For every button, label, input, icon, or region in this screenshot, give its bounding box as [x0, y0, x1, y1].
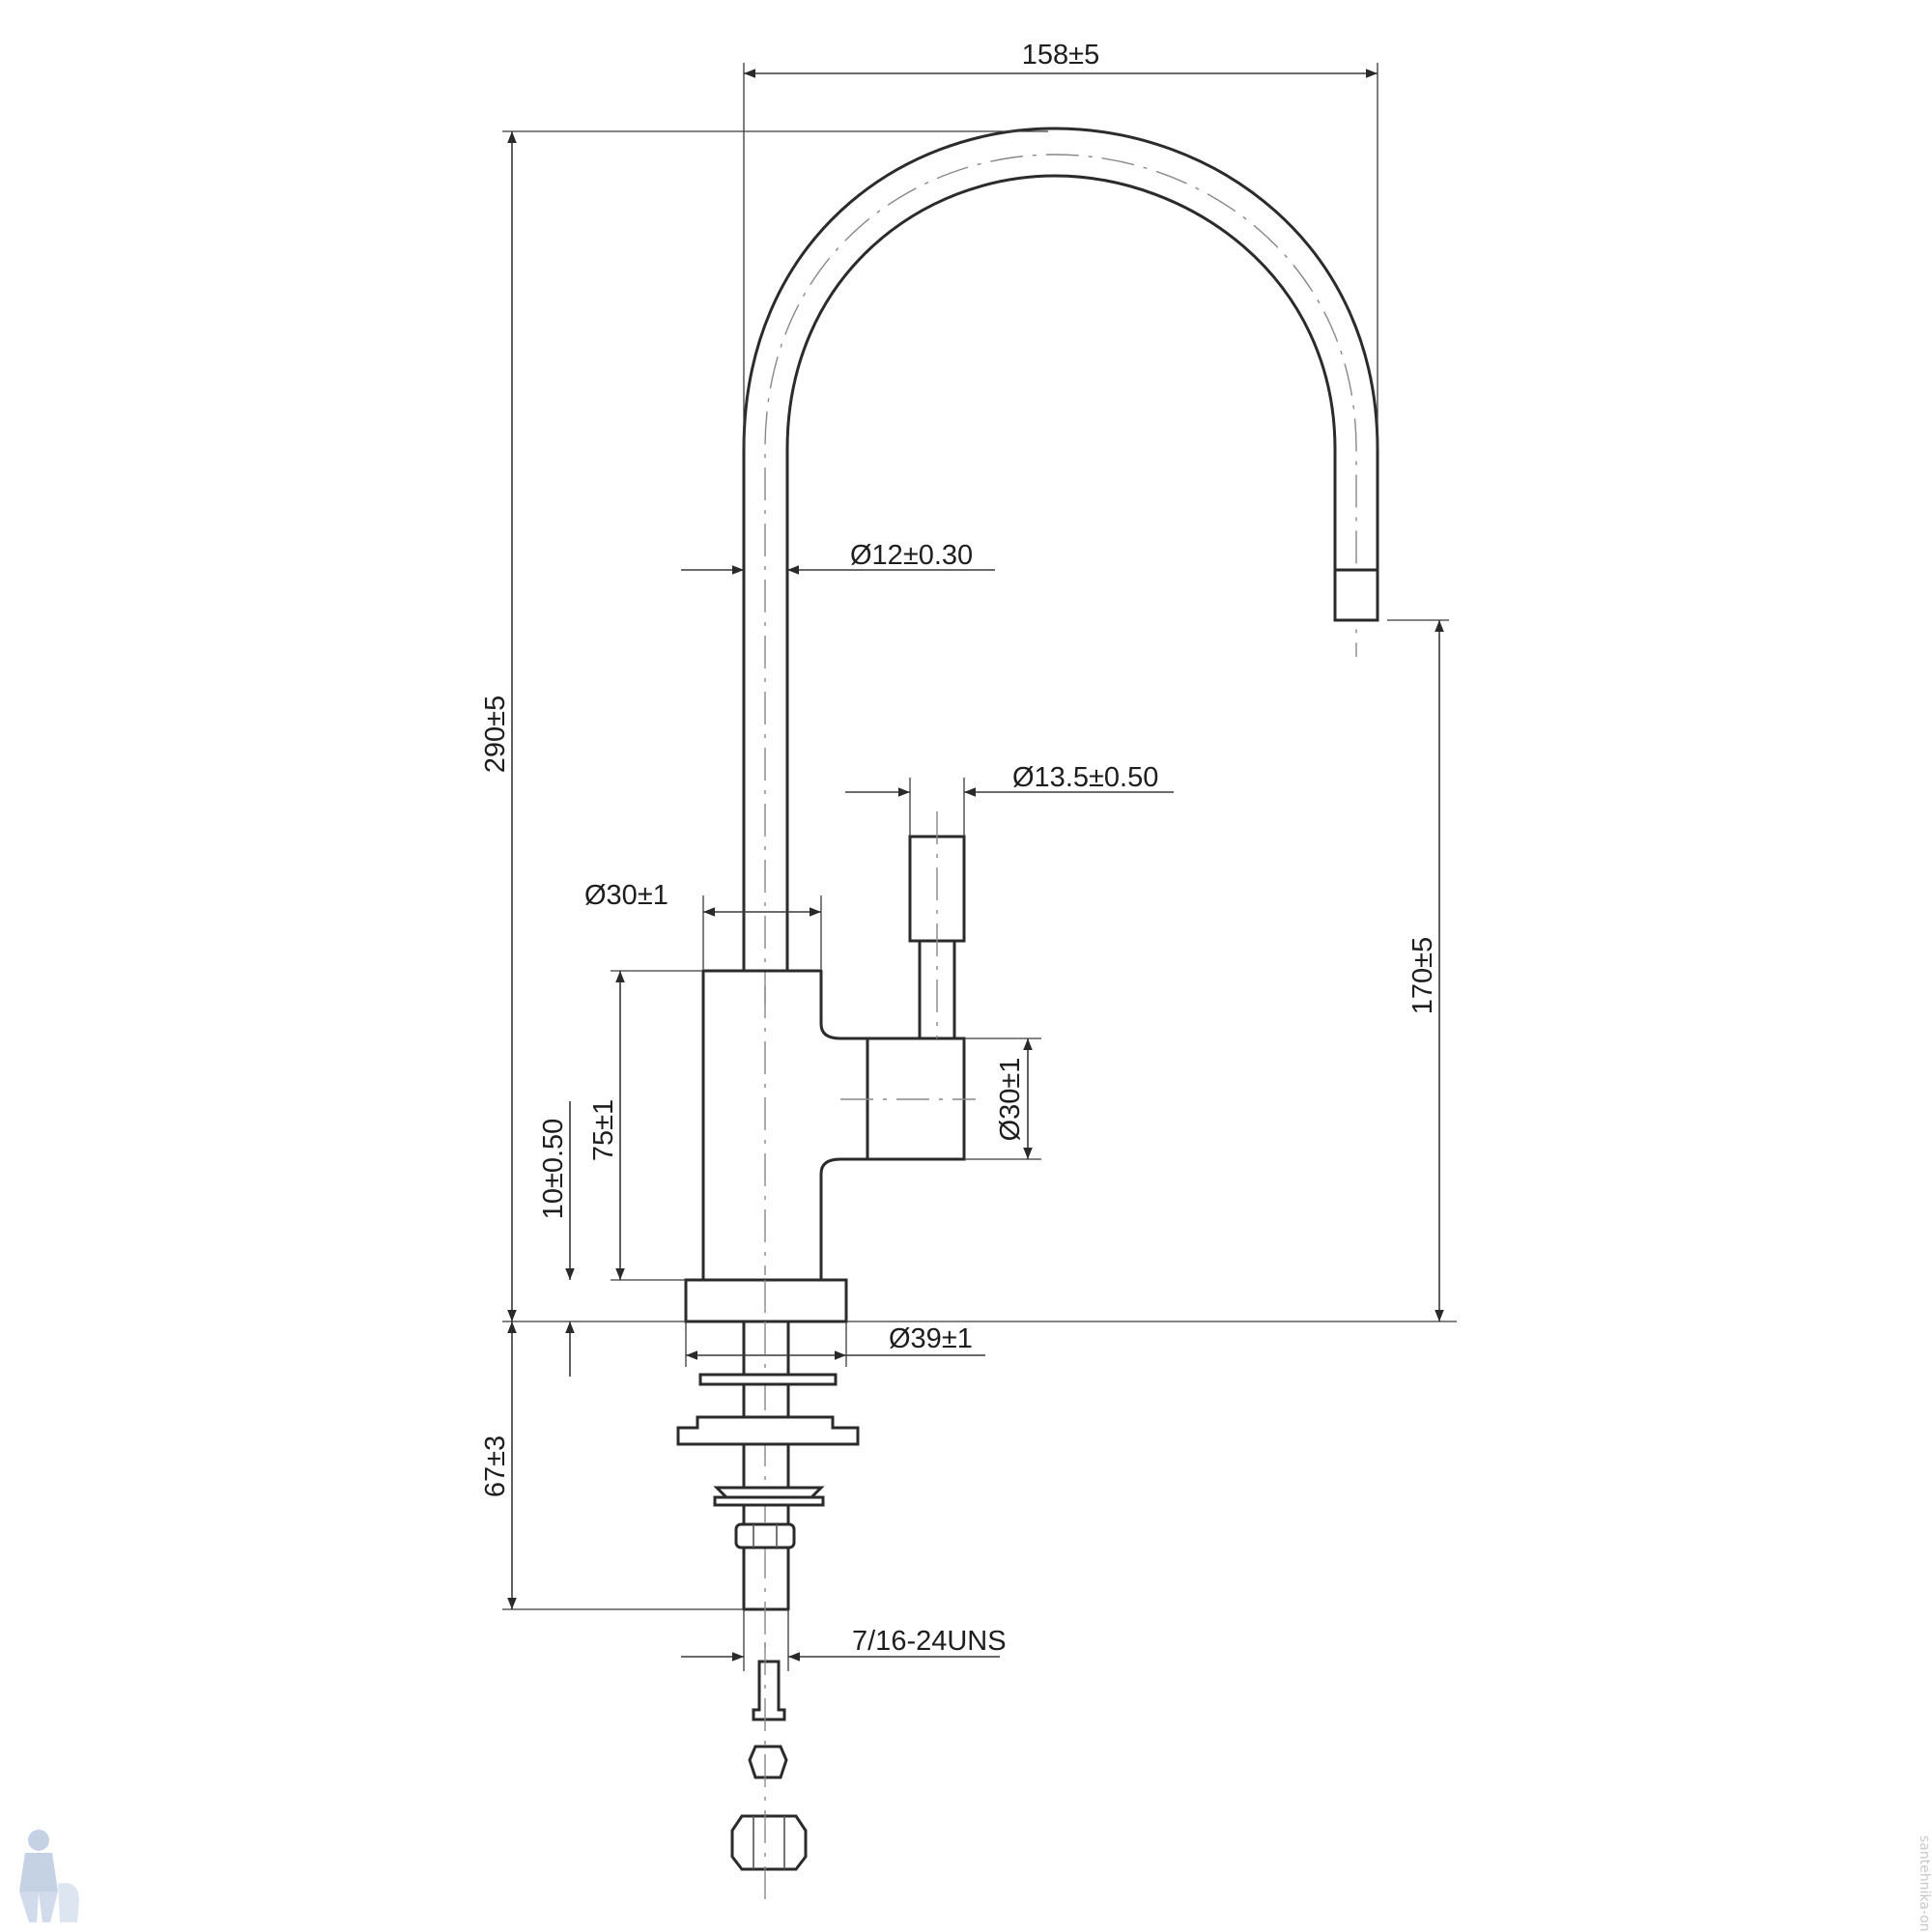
tube-insert	[752, 1660, 786, 1721]
compression-ring	[748, 1745, 788, 1779]
rubber-washer	[698, 1373, 838, 1386]
spout-outer-edge	[742, 127, 1379, 971]
fixing-nut	[734, 1522, 796, 1549]
label-shank-length: 67±3	[480, 1435, 511, 1497]
compression-nut	[730, 1814, 808, 1871]
label-handle-diameter: Ø30±1	[995, 1058, 1026, 1142]
faucet-body	[701, 969, 869, 1280]
plumber-mascot-icon	[19, 1830, 79, 1922]
spout-outlet-cap	[1333, 568, 1379, 622]
dimension-labels: 158±5 290±5 Ø12±0.30 Ø13.5±0.50 Ø30±1 75…	[480, 40, 1438, 1657]
mounting-shank	[742, 1320, 790, 1611]
label-body-height: 75±1	[588, 1099, 619, 1161]
spout-centerline	[764, 154, 1357, 1005]
label-body-diameter: Ø30±1	[584, 880, 668, 911]
label-thread: 7/16-24UNS	[852, 1626, 1007, 1657]
label-outlet-height: 170±5	[1407, 937, 1438, 1014]
label-base-diameter: Ø39±1	[889, 1323, 973, 1354]
compression-nut-facet	[753, 1816, 785, 1869]
faucet-outline	[676, 127, 1379, 1901]
label-spout-reach: 158±5	[1022, 40, 1099, 71]
watermark-text: santehnika-online	[1917, 1835, 1932, 1932]
base-flange	[684, 1278, 848, 1323]
label-base-height: 10±0.50	[538, 1119, 569, 1220]
spout-inner-edge	[785, 174, 1337, 971]
fixing-nut-facet	[753, 1524, 778, 1548]
label-knob-diameter: Ø13.5±0.50	[1012, 762, 1158, 793]
label-total-height: 290±5	[480, 696, 511, 773]
mounting-nut-washer	[713, 1495, 825, 1507]
dimension-lines	[502, 63, 1457, 1671]
label-tube-diameter: Ø12±0.30	[850, 540, 973, 571]
support-plate	[676, 1415, 860, 1446]
